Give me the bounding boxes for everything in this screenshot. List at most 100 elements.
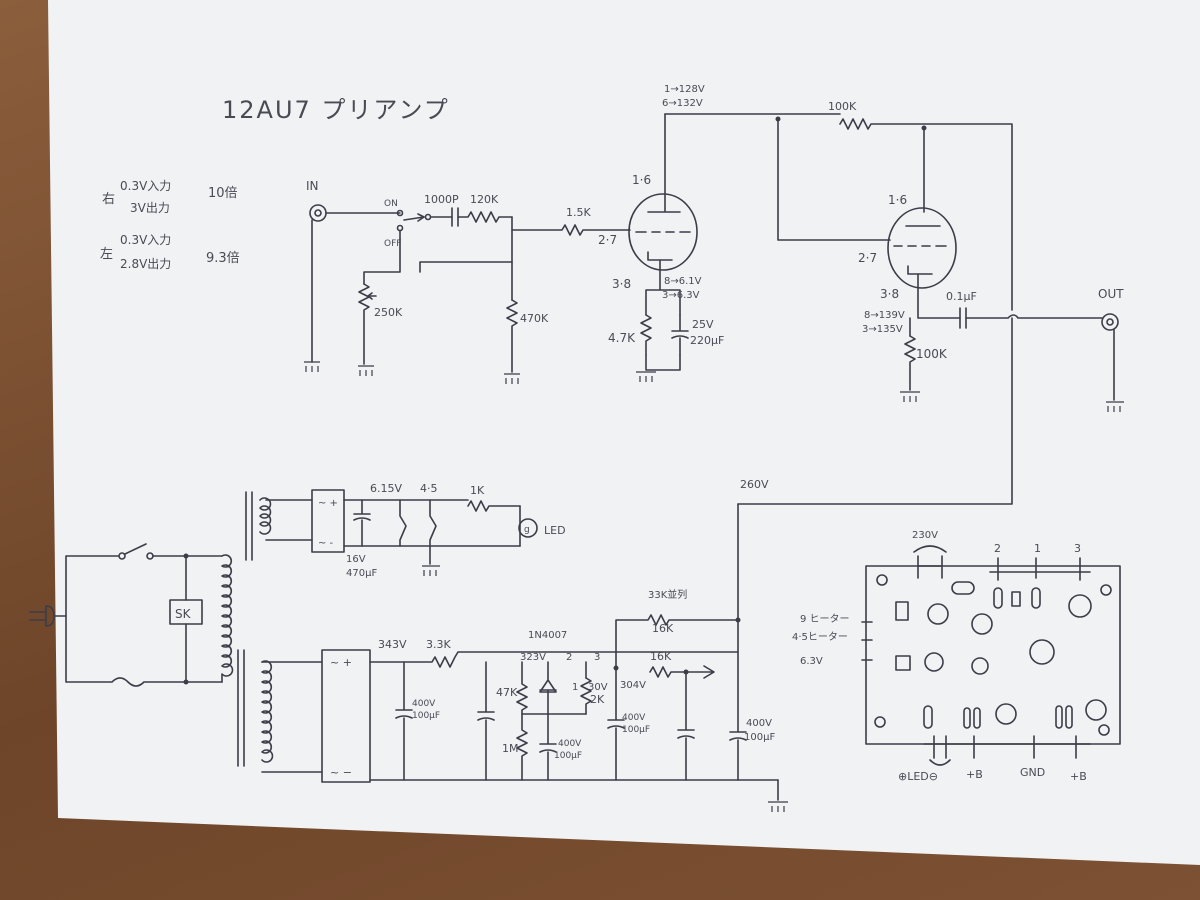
board-b-plus-1: +B xyxy=(966,768,983,781)
note-right-label: 右 xyxy=(102,192,115,207)
cap-1000p-label: 1000P xyxy=(424,193,459,206)
v2-heater-pins: 1·6 xyxy=(888,193,907,207)
cap-c3-voltage: 400V xyxy=(622,713,646,723)
ground-symbol xyxy=(358,365,374,376)
ground-symbol xyxy=(900,391,920,402)
note-left-gain: 9.3倍 xyxy=(206,251,240,266)
cap-c2-value: 100μF xyxy=(554,751,582,761)
cap-220uf-voltage: 25V xyxy=(692,318,714,331)
switch-off-label: OFF xyxy=(384,239,401,249)
resistor-100k-cathode xyxy=(904,335,916,391)
v1-cathode-voltage-2: 3→6.3V xyxy=(662,290,700,301)
hv-power-supply: ~ + ~ − 343V 3.3K 400V 100μF 47K 1M 1N40… xyxy=(237,478,788,812)
board-gnd: GND xyxy=(1020,766,1045,779)
v1-plate-voltage-2: 6→132V xyxy=(662,98,703,109)
resistor-120k-label: 120K xyxy=(470,193,499,206)
mains-circuit: SK xyxy=(29,543,234,687)
resistor-100k-cathode-label: 100K xyxy=(916,347,948,361)
cap-c4 xyxy=(729,503,747,781)
out-jack xyxy=(1101,313,1119,331)
v2-grid-pins: 2·7 xyxy=(858,251,877,265)
svg-text:~ +: ~ + xyxy=(330,656,352,669)
note-right-in: 0.3V入力 xyxy=(120,179,171,193)
cap-c1-voltage: 400V xyxy=(412,699,436,709)
svg-text:g: g xyxy=(524,525,530,535)
ground-symbol xyxy=(304,361,320,372)
pin-3-label: 3 xyxy=(594,652,600,663)
note-left-in: 0.3V入力 xyxy=(120,233,171,247)
resistor-470k xyxy=(506,299,518,373)
board-heater-9: 9 ヒーター xyxy=(800,613,850,625)
resistor-100k-plate-label: 100K xyxy=(828,100,857,113)
cap-470uf-value: 470μF xyxy=(346,568,377,579)
tube-v2 xyxy=(887,207,957,289)
note-right-out: 3V出力 xyxy=(130,201,170,215)
preamp-circuit: IN ON OFF 250K 1000P 120K 470K 1 xyxy=(304,84,1124,505)
hv-rectifier xyxy=(321,649,371,783)
diode-1n4007 xyxy=(539,661,557,715)
cap-c4-value: 100μF xyxy=(744,732,775,743)
heater-voltage: 6.15V xyxy=(370,482,402,495)
led-indicator xyxy=(518,518,538,538)
board-pin-3: 3 xyxy=(1074,542,1081,555)
cap-c1 xyxy=(395,661,413,781)
resistor-1-5k xyxy=(511,224,631,236)
board-pin-1: 1 xyxy=(1034,542,1041,555)
ground-symbol xyxy=(504,373,520,384)
cap-c3-value: 100μF xyxy=(622,725,650,735)
board-pin-2: 2 xyxy=(994,542,1001,555)
paper-sheet xyxy=(48,0,1200,865)
cap-c4-voltage: 400V xyxy=(746,718,772,729)
note-right-gain: 10倍 xyxy=(208,186,238,201)
v2-cathode-voltage-2: 3→135V xyxy=(862,324,903,335)
resistor-1-5k-label: 1.5K xyxy=(566,206,591,219)
voltage-260v: 260V xyxy=(740,478,769,491)
out-label: OUT xyxy=(1098,287,1124,301)
pin-2-label: 2 xyxy=(566,652,572,663)
resistor-1k-label: 1K xyxy=(470,484,485,497)
heater-rectifier xyxy=(311,489,345,553)
resistor-1m-label: 1M xyxy=(502,742,519,755)
hv-transformer-coil xyxy=(261,660,274,763)
note-left-label: 左 xyxy=(100,247,113,262)
pin-1-label: 1 xyxy=(572,682,578,693)
cap-220uf xyxy=(671,314,689,356)
heater-supply: ~ + ~ - 6.15V 4·5 16V 470μF 1K g LED xyxy=(245,482,566,579)
pot-250k xyxy=(358,283,370,365)
tube-v1 xyxy=(628,193,698,271)
diode-label: 1N4007 xyxy=(528,630,567,641)
board-230v-label: 230V xyxy=(912,530,938,541)
resistor-16k-b-label: 16K xyxy=(650,650,672,663)
board-heater-45: 4·5ヒーター xyxy=(792,631,848,643)
cap-c1-value: 100μF xyxy=(412,711,440,721)
resistor-3-3k-label: 3.3K xyxy=(426,638,451,651)
divider-47k-1m xyxy=(516,661,528,781)
v1-grid-pins: 2·7 xyxy=(598,233,617,247)
board-b-plus-2: +B xyxy=(1070,770,1087,783)
voltage-30v: 30V xyxy=(588,682,608,693)
resistor-470k-label: 470K xyxy=(520,312,549,325)
v2-cathode-voltage-1: 8→139V xyxy=(864,310,905,321)
primary-coil xyxy=(221,554,234,683)
led-label: LED xyxy=(544,524,566,537)
resistor-16k-a-label: 16K xyxy=(652,622,674,635)
cap-220uf-value: 220μF xyxy=(690,334,724,347)
note-left-out: 2.8V出力 xyxy=(120,257,171,271)
trim-2k-label: 2K xyxy=(590,693,605,706)
resistor-4-7k-label: 4.7K xyxy=(608,331,636,345)
resistor-4-7k xyxy=(640,314,652,356)
resistor-33k-parallel-label: 33K並列 xyxy=(648,588,687,601)
ground-symbol xyxy=(636,371,656,382)
cap-c3 xyxy=(607,667,625,781)
cap-c2-voltage: 400V xyxy=(558,739,582,749)
heater-transformer-coil xyxy=(259,497,272,535)
svg-text:~ −: ~ − xyxy=(330,766,352,779)
voltage-323v: 323V xyxy=(520,652,546,663)
cap-470uf xyxy=(353,499,371,547)
trim-2k xyxy=(580,677,592,715)
svg-text:~ -: ~ - xyxy=(318,538,334,549)
resistor-16k-b xyxy=(649,665,715,679)
v1-cathode-voltage-1: 8→6.1V xyxy=(664,276,702,287)
resistor-120k xyxy=(457,211,513,223)
